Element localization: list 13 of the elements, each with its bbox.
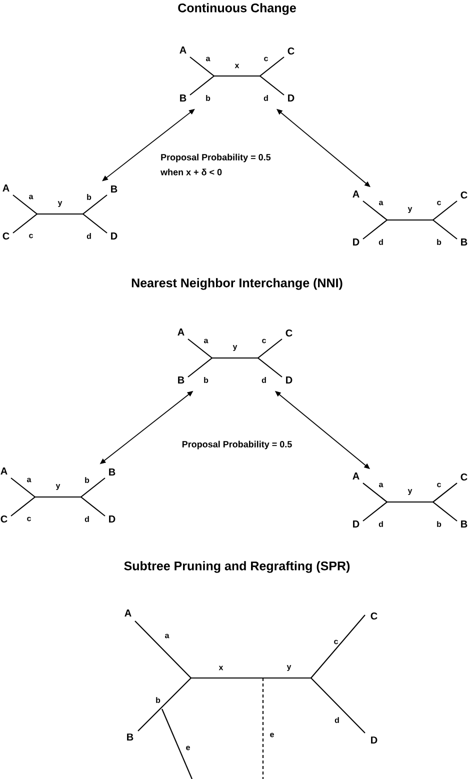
- tree-drawing: A a y c C D d b B: [352, 472, 468, 528]
- section-heading: Nearest Neighbor Interchange (NNI): [132, 278, 342, 290]
- section-heading: Continuous Change: [178, 3, 296, 15]
- section-heading: Subtree Pruning and Regrafting (SPR): [124, 561, 350, 573]
- tree-drawing: A a y b B C c d D: [2, 184, 118, 240]
- tree-drawing: A C a c x y b d B e e D: [124, 610, 378, 779]
- note-text: Proposal Probability = 0.5: [182, 440, 292, 450]
- tree-drawing: A a y b B C c d D: [0, 468, 116, 523]
- tree-drawing: A a x c C B b d D: [180, 46, 294, 102]
- note-text: Proposal Probability = 0.5: [161, 154, 271, 162]
- tree-drawing: A a y c C D d b B: [352, 190, 468, 246]
- note-text: when x + δ < 0: [160, 168, 222, 176]
- tree-drawing: A a y c C B b d D: [178, 328, 292, 384]
